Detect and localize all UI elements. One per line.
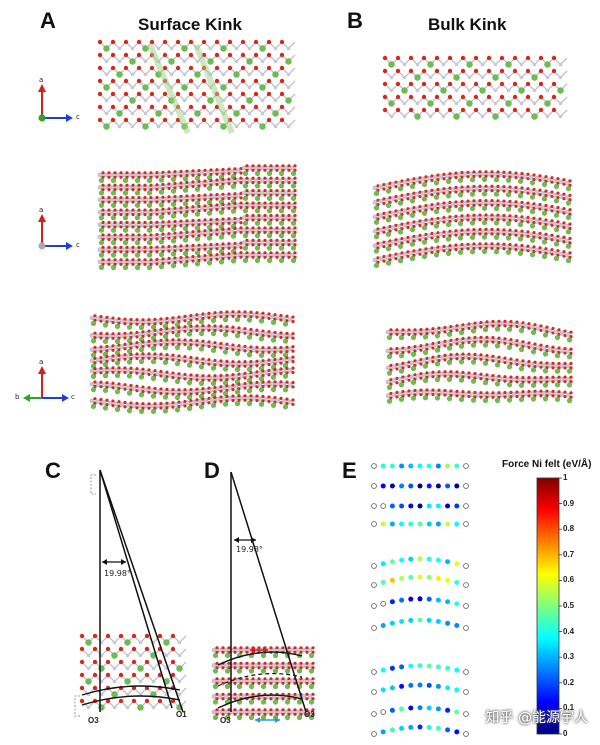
- colorbar-tick-label: 0.6: [563, 575, 575, 585]
- panel-d-o-right: O3: [304, 710, 315, 719]
- axis-triad-3: [23, 366, 69, 402]
- panel-title-bulk-kink: Bulk Kink: [428, 15, 507, 34]
- structure-bulk-kink-view1: [382, 55, 568, 120]
- panel-label-e: E: [342, 458, 357, 483]
- structure-bulk-kink-view3: [385, 319, 573, 404]
- structure-surface-kink-view2: [97, 164, 297, 271]
- structure-surface-kink-view1: [97, 39, 296, 135]
- axis-triad-1: [38, 84, 73, 122]
- axis-1-label-a: a: [39, 76, 44, 84]
- colorbar-tick-label: 1: [563, 473, 568, 482]
- colorbar-tick-label: 0.5: [563, 601, 575, 610]
- structure-panel-c: [79, 633, 187, 711]
- colorbar-tick-label: 0.1: [563, 703, 575, 713]
- panel-title-surface-kink: Surface Kink: [138, 15, 242, 34]
- axis-2-label-a: a: [39, 206, 44, 214]
- panel-label-b: B: [347, 8, 363, 33]
- watermark: 知乎 @能源宇人: [485, 710, 588, 726]
- axis-2-label-c: c: [76, 241, 80, 249]
- axis-1-label-c: c: [76, 113, 80, 121]
- colorbar-title: Force Ni felt (eV/Å): [502, 459, 592, 470]
- axis-3-label-a: a: [39, 358, 44, 366]
- axis-3-label-c: c: [71, 393, 75, 401]
- panel-label-a: A: [40, 8, 56, 33]
- panel-c-o-left: O3: [88, 716, 99, 725]
- colorbar-tick-label: 0.3: [563, 652, 575, 662]
- colorbar-gradient: [536, 477, 560, 735]
- panel-c-o-right: O1: [176, 710, 187, 719]
- panel-c-angle-label: 19.98°: [104, 569, 131, 578]
- colorbar-tick-label: 0.7: [563, 549, 575, 559]
- colorbar-tick-marks: [559, 477, 562, 735]
- panel-c-schematic: [74, 469, 184, 717]
- panel-d-schematic: [230, 471, 307, 723]
- colorbar-tick-label: 0.8: [563, 524, 575, 534]
- colorbar-tick-label: 0: [563, 729, 568, 738]
- panel-label-c: C: [45, 458, 61, 483]
- panel-label-d: D: [204, 458, 220, 483]
- structure-bulk-kink-view2: [372, 170, 572, 269]
- panel-d-o-left: O3: [220, 716, 231, 725]
- panel-e-force-map: [371, 463, 469, 737]
- axis-3-label-b: b: [15, 393, 20, 401]
- axis-triad-2: [38, 214, 73, 250]
- colorbar-tick-label: 0.2: [563, 677, 575, 687]
- colorbar-tick-label: 0.4: [563, 626, 575, 636]
- structure-surface-kink-view3: [89, 310, 295, 415]
- structure-panel-d: [211, 646, 315, 721]
- colorbar-tick-label: 0.9: [563, 498, 575, 508]
- panel-d-angle-label: 19.98°: [236, 545, 263, 554]
